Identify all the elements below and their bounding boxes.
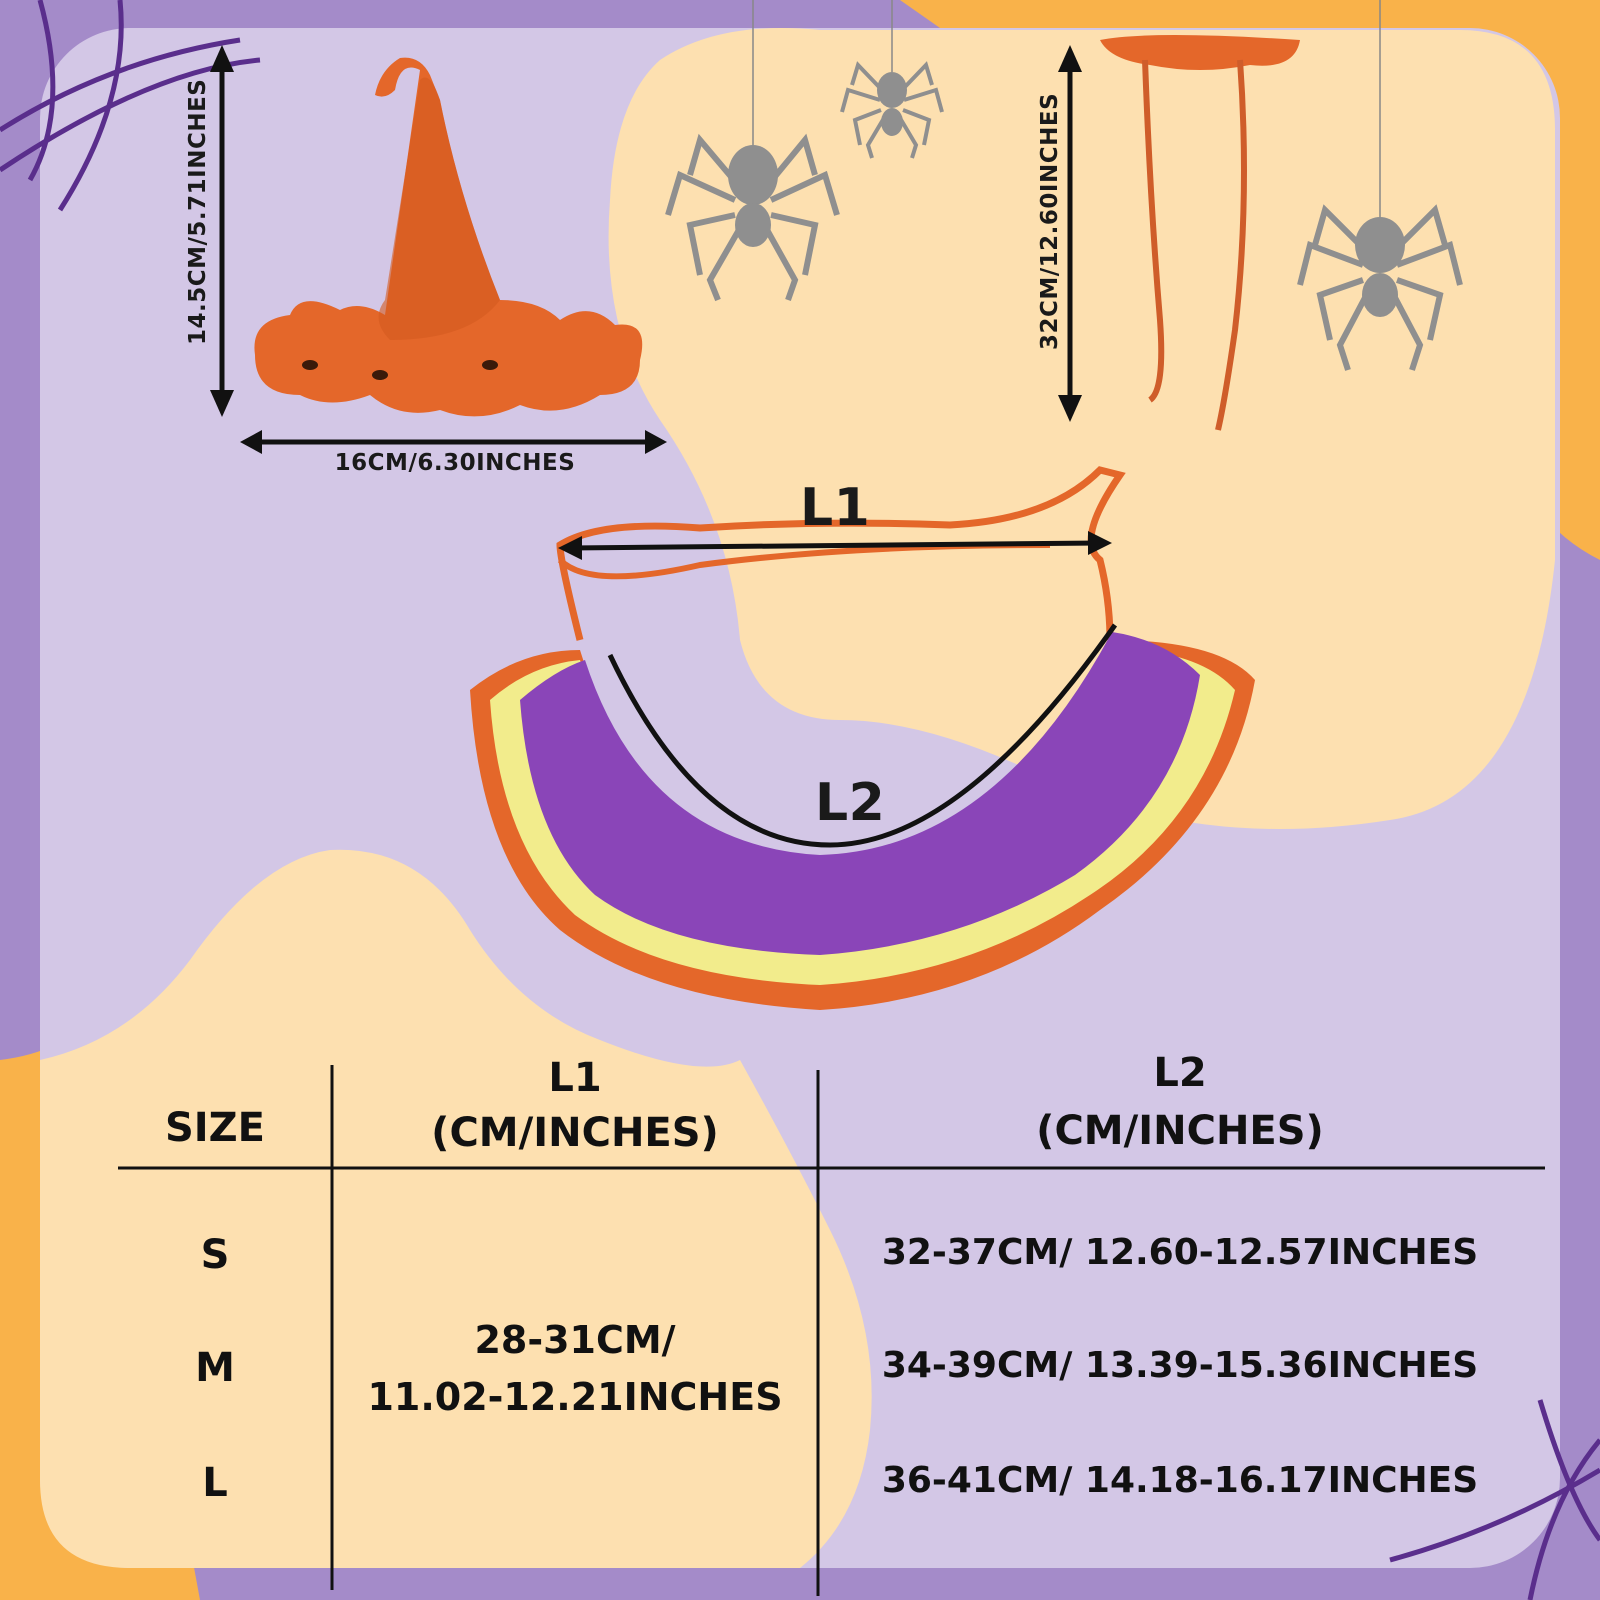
witch-hat-image — [254, 57, 643, 417]
size-s: S — [200, 1232, 230, 1278]
spider-web-top-left-icon — [0, 0, 261, 212]
spider-large-right-icon — [1297, 0, 1463, 371]
size-m: M — [195, 1345, 235, 1391]
l2-label: L2 — [815, 773, 886, 833]
l2-value-s: 32-37CM/ 12.60-12.57INCHES — [881, 1232, 1479, 1273]
spider-web-bottom-right-icon — [1389, 1399, 1600, 1600]
l1-header-unit: (CM/INCHES) — [431, 1110, 719, 1156]
l1-value-line1: 28-31CM/ — [474, 1318, 676, 1362]
hat-height-label: 14.5CM/5.71INCHES — [185, 78, 211, 345]
tie-strings-image — [1100, 35, 1300, 431]
l2-header-unit: (CM/INCHES) — [1036, 1108, 1324, 1154]
l1-label: L1 — [800, 478, 871, 538]
crochet-collar-image — [470, 466, 1255, 1010]
peach-blob-bottom — [40, 849, 872, 1568]
l2-curve — [607, 623, 1118, 848]
tie-length-label: 32CM/12.60INCHES — [1037, 92, 1063, 350]
l2-value-l: 36-41CM/ 14.18-16.17INCHES — [881, 1460, 1479, 1501]
tie-length-arrow — [1058, 45, 1082, 422]
hat-height-arrow — [210, 45, 234, 417]
l1-value-line2: 11.02-12.21INCHES — [367, 1375, 783, 1419]
l1-arrow — [558, 531, 1112, 560]
l2-header: L2 — [1153, 1050, 1207, 1096]
size-l: L — [202, 1460, 228, 1506]
hat-width-label: 16CM/6.30INCHES — [334, 450, 576, 476]
l2-value-m: 34-39CM/ 13.39-15.36INCHES — [881, 1345, 1479, 1386]
hat-width-arrow — [240, 430, 667, 454]
spider-small-icon — [840, 0, 944, 159]
spider-large-left-icon — [665, 0, 840, 302]
size-header: SIZE — [164, 1105, 266, 1151]
size-table-grid — [118, 1065, 1545, 1596]
l1-header: L1 — [548, 1055, 602, 1101]
